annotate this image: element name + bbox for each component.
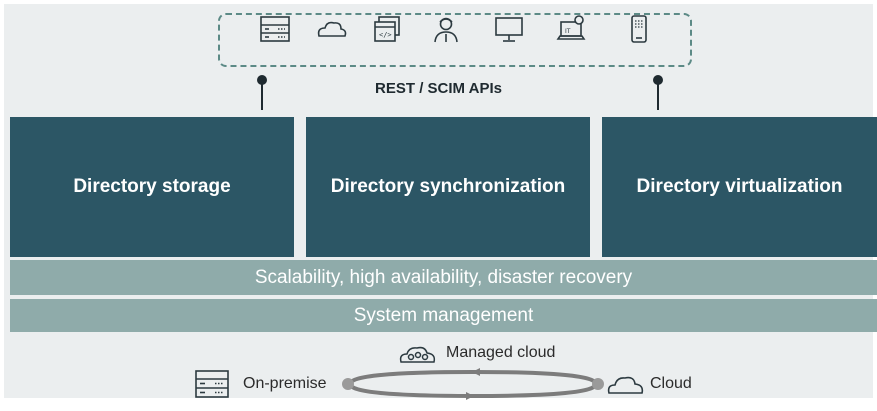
laptop-it-icon: IT <box>555 14 589 44</box>
code-window-icon: </> <box>370 14 404 44</box>
on-premise-server-icon <box>193 369 231 404</box>
monitor-icon <box>492 14 526 44</box>
cloud-icon <box>606 372 646 401</box>
directory-synchronization-block: Directory synchronization <box>306 117 590 257</box>
cloud-icon <box>315 14 349 44</box>
directory-virtualization-block: Directory virtualization <box>602 117 877 257</box>
managed-cloud-label: Managed cloud <box>446 344 556 361</box>
system-management-band: System management <box>10 299 877 332</box>
api-pin-right <box>652 74 664 118</box>
on-premise-label: On-premise <box>243 375 327 392</box>
svg-text:IT: IT <box>565 28 571 35</box>
cloud-label: Cloud <box>650 375 692 392</box>
svg-text:</>: </> <box>379 31 392 39</box>
api-label: REST / SCIM APIs <box>375 80 502 97</box>
api-consumers-box <box>218 13 692 67</box>
directory-storage-block: Directory storage <box>10 117 294 257</box>
mobile-device-icon <box>622 14 656 44</box>
server-icon <box>258 14 292 44</box>
managed-cloud-icon <box>398 343 438 370</box>
person-icon <box>429 14 463 44</box>
api-pin-left <box>256 74 268 118</box>
deployment-cycle-arrows <box>340 366 606 406</box>
scalability-band: Scalability, high availability, disaster… <box>10 260 877 295</box>
